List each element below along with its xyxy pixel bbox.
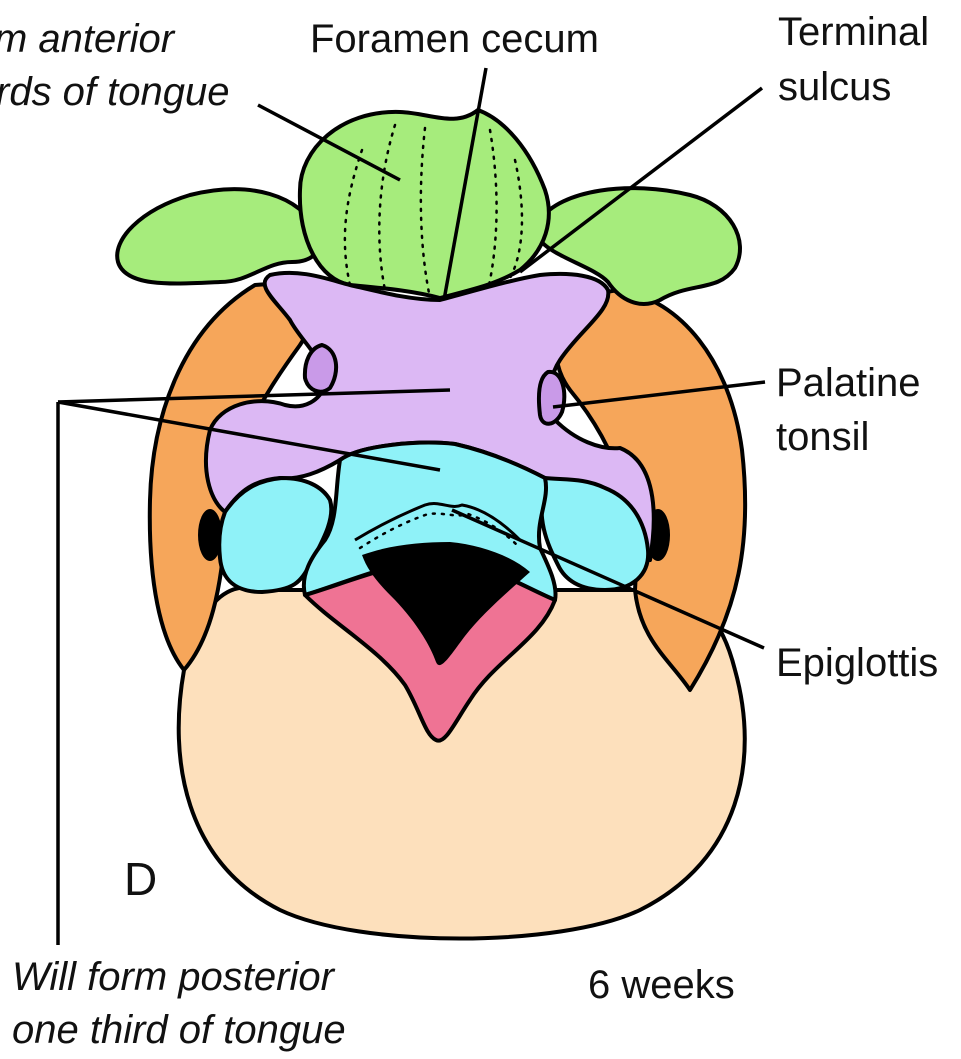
label-palatine-line2: tonsil	[776, 415, 869, 459]
label-epiglottis: Epiglottis	[776, 641, 938, 685]
label-anterior-line2: rds of tongue	[0, 70, 230, 114]
label-terminal-line2: sulcus	[778, 65, 891, 109]
label-foramen-cecum: Foramen cecum	[310, 17, 599, 61]
left-tonsil-pocket	[305, 345, 336, 392]
label-palatine-line1: Palatine	[776, 361, 921, 405]
left-lateral-lingual-swelling	[117, 189, 320, 283]
label-posterior-line1: Will form posterior	[12, 955, 336, 999]
label-age: 6 weeks	[588, 963, 735, 1007]
label-anterior-line1: m anterior	[0, 17, 176, 61]
label-posterior-line2: one third of tongue	[12, 1008, 346, 1052]
palatine-tonsil-pocket	[539, 372, 564, 424]
label-terminal-line1: Terminal	[778, 10, 929, 54]
panel-letter: D	[124, 853, 157, 905]
